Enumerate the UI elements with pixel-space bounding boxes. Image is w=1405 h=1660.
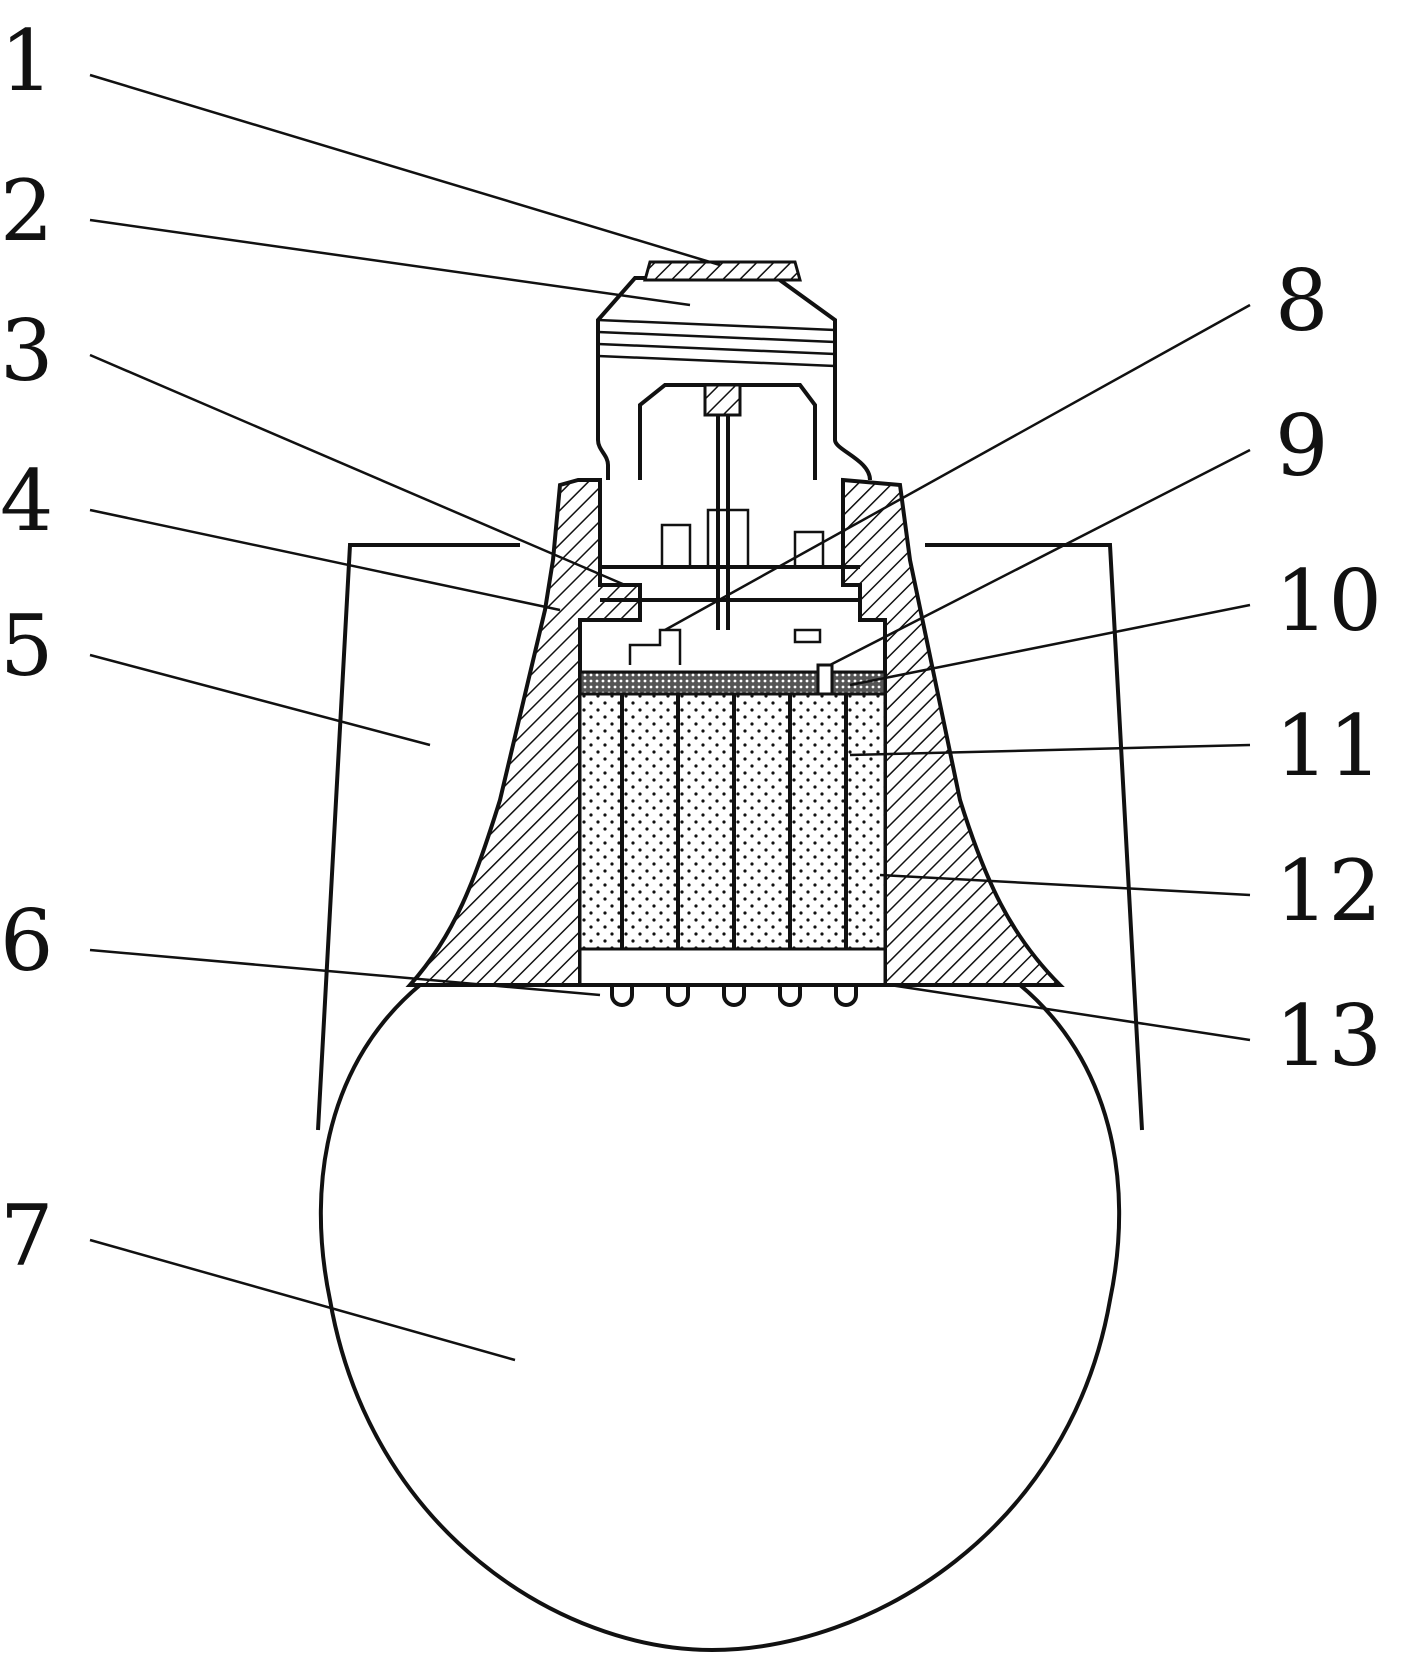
leader-13 [889,983,1251,1042]
leader-4 [89,508,561,612]
bulb-globe [318,983,1122,1653]
led-pins [620,694,848,985]
callout-6: 6 [0,892,53,990]
leader-12 [879,873,1251,897]
callout-8: 8 [1275,252,1328,350]
leader-lines [89,73,1251,1362]
callout-9: 9 [1275,397,1328,495]
callout-4: 4 [0,452,53,550]
callout-2: 2 [0,162,53,260]
callout-12: 12 [1275,842,1382,940]
outer-housing [316,543,1144,1131]
leader-2 [89,218,691,307]
callout-11: 11 [1275,697,1382,795]
driver-assembly [600,383,860,665]
callout-5: 5 [0,597,53,695]
bottom-plate [578,947,887,987]
leader-5 [89,653,431,747]
callout-1: 1 [0,12,53,110]
callout-3: 3 [0,302,53,400]
leader-6 [89,948,601,997]
leader-3 [89,353,626,587]
circuit-board-layer [578,670,887,696]
leader-1 [89,73,721,267]
screw-cap [596,260,872,481]
callout-7: 7 [0,1187,53,1285]
leader-11 [849,743,1251,757]
callout-10: 10 [1275,552,1382,650]
leader-8 [664,303,1251,632]
led-beads [610,985,858,1007]
leader-9 [829,448,1251,667]
cap-contact-top [643,260,802,282]
callout-labels: 1 2 3 4 5 6 7 8 9 10 11 12 13 [0,12,1382,1285]
leader-10 [849,603,1251,687]
leader-7 [89,1238,516,1362]
callout-13: 13 [1275,987,1382,1085]
